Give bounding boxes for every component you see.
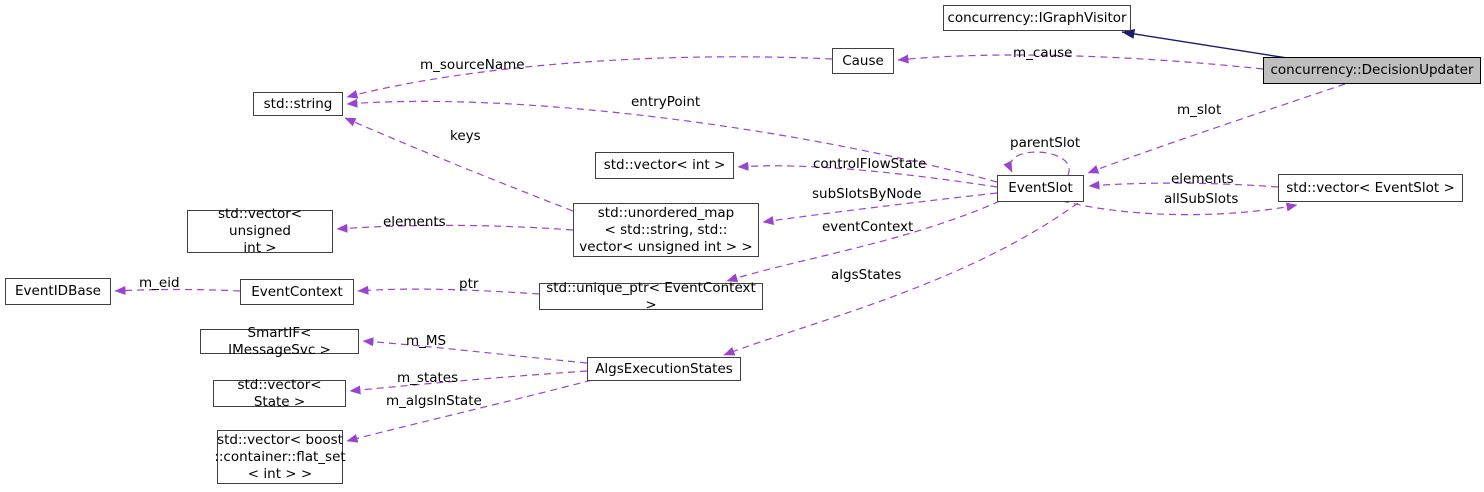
edge-controlflowstate bbox=[737, 161, 998, 188]
edge-eventcontext-edge bbox=[726, 200, 1001, 283]
node-smartif-imessagesvc[interactable]: SmartIF< IMessageSvc > bbox=[200, 325, 359, 358]
edge-m-states bbox=[349, 370, 588, 395]
edge-label-m-ms: m_MS bbox=[406, 333, 447, 349]
node-algsexecutionstates[interactable]: AlgsExecutionStates bbox=[587, 357, 741, 381]
node-std-vector-unsigned-int[interactable]: std::vector< unsigned int > bbox=[187, 206, 333, 256]
edge-label-m-eid: m_eid bbox=[139, 275, 180, 291]
edge-ptr bbox=[357, 285, 540, 295]
node-eventidbase[interactable]: EventIDBase bbox=[5, 278, 111, 305]
edge-label-subslotsbynode: subSlotsByNode bbox=[812, 186, 922, 202]
edge-label-m-cause: m_cause bbox=[1013, 45, 1073, 61]
edge-m-slot bbox=[1087, 83, 1346, 174]
edge-label-m-slot: m_slot bbox=[1177, 102, 1222, 118]
edge-label-elements-eventslot: elements bbox=[1171, 171, 1234, 187]
edge-label-m-sourcename: m_sourceName bbox=[420, 57, 525, 73]
node-std-unordered-map[interactable]: std::unordered_map < std::string, std:: … bbox=[573, 203, 759, 257]
node-std-vector-state[interactable]: std::vector< State > bbox=[213, 377, 346, 410]
edge-m-eid bbox=[114, 285, 241, 295]
edge-label-algsstates: algsStates bbox=[831, 267, 902, 283]
edge-keys bbox=[344, 117, 574, 212]
edge-label-allsubslots: allSubSlots bbox=[1164, 191, 1239, 207]
edge-label-m-states: m_states bbox=[397, 370, 459, 386]
node-concurrency-decisionupdater[interactable]: concurrency::DecisionUpdater bbox=[1263, 57, 1481, 84]
node-std-string[interactable]: std::string bbox=[253, 92, 343, 116]
edge-inherits-igraphvisitor bbox=[1121, 29, 1288, 59]
edge-m-ms bbox=[362, 337, 588, 364]
node-eventslot[interactable]: EventSlot bbox=[997, 175, 1084, 202]
edge-subslotsbynode bbox=[762, 192, 998, 226]
edge-label-parentslot: parentSlot bbox=[1010, 135, 1081, 151]
node-std-vector-eventslot[interactable]: std::vector< EventSlot > bbox=[1278, 174, 1463, 202]
node-std-vector-int[interactable]: std::vector< int > bbox=[595, 152, 734, 179]
edge-label-elements-unsigned: elements bbox=[383, 214, 446, 230]
node-std-vector-boost-flat-set[interactable]: std::vector< boost ::container::flat_set… bbox=[214, 430, 346, 484]
edge-label-controlflowstate: controlFlowState bbox=[813, 156, 927, 172]
node-cause[interactable]: Cause bbox=[832, 48, 894, 74]
edge-algsstates bbox=[723, 202, 1079, 356]
edge-label-entrypoint: entryPoint bbox=[631, 94, 701, 110]
node-eventcontext[interactable]: EventContext bbox=[240, 279, 354, 305]
edge-allsubslots bbox=[1061, 200, 1298, 216]
edge-label-eventcontext-edge: eventContext bbox=[822, 219, 914, 235]
node-std-unique-ptr-eventcontext[interactable]: std::unique_ptr< EventContext > bbox=[539, 280, 763, 313]
edge-label-m-algsinstate: m_algsInState bbox=[386, 393, 482, 409]
edge-parentslot bbox=[1003, 151, 1070, 176]
edge-label-ptr: ptr bbox=[459, 276, 479, 292]
edge-entrypoint bbox=[346, 98, 998, 183]
edge-m-algsinstate bbox=[346, 379, 593, 443]
edge-m-sourcename bbox=[346, 56, 833, 99]
edge-elements-unsigned bbox=[336, 223, 574, 233]
edge-label-keys: keys bbox=[450, 128, 481, 144]
edge-elements-eventslot bbox=[1088, 180, 1279, 190]
node-concurrency-igraphvisitor[interactable]: concurrency::IGraphVisitor bbox=[943, 5, 1131, 31]
edge-m-cause bbox=[897, 54, 1264, 70]
